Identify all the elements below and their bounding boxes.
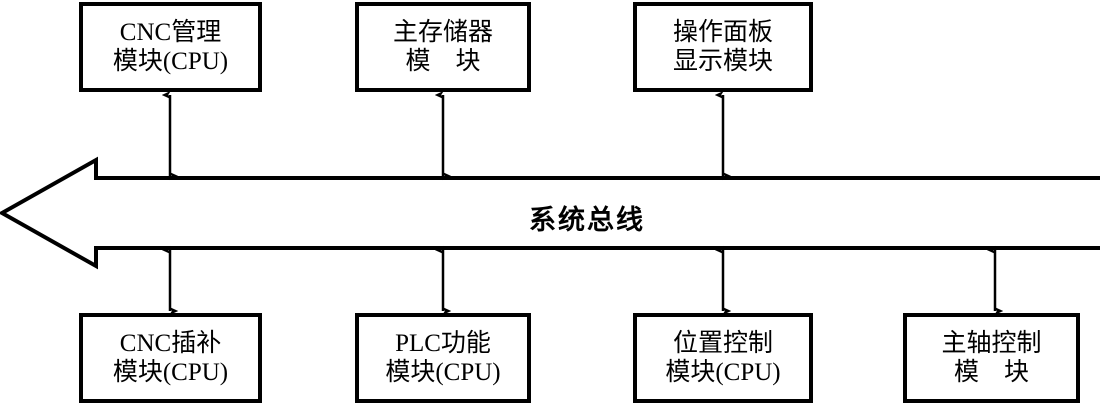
node-label-line2: 模 块 (953, 359, 1029, 386)
node-label-line2: 模块(CPU) (112, 359, 229, 386)
node-label-line2: 模块(CPU) (112, 48, 229, 75)
node-label-line2: 显示模块 (672, 48, 773, 75)
node-label-line1: 主轴控制 (941, 329, 1042, 357)
node-cnc-interpolation-module[interactable]: CNC插补 模块(CPU) (79, 313, 262, 403)
node-label-line2: 模块(CPU) (385, 359, 501, 386)
node-label-line1: CNC插补 (119, 329, 222, 357)
node-label-line1: 操作面板 (672, 18, 773, 46)
node-plc-function-module[interactable]: PLC功能 模块(CPU) (355, 313, 531, 403)
node-label-line2: 模块(CPU) (665, 359, 781, 386)
node-cnc-management-module[interactable]: CNC管理 模块(CPU) (79, 2, 262, 92)
node-label-line1: 位置控制 (672, 329, 773, 357)
node-label-line1: 主存储器 (392, 18, 493, 46)
node-label-line1: CNC管理 (119, 18, 222, 46)
system-bus-label: 系统总线 (529, 205, 645, 235)
node-main-memory-module[interactable]: 主存储器 模 块 (355, 2, 531, 92)
node-operation-panel-display-module[interactable]: 操作面板 显示模块 (633, 2, 813, 92)
node-position-control-module[interactable]: 位置控制 模块(CPU) (633, 313, 813, 403)
node-label-line1: PLC功能 (395, 329, 491, 357)
node-label-line2: 模 块 (405, 48, 481, 75)
node-spindle-control-module[interactable]: 主轴控制 模 块 (903, 313, 1080, 403)
